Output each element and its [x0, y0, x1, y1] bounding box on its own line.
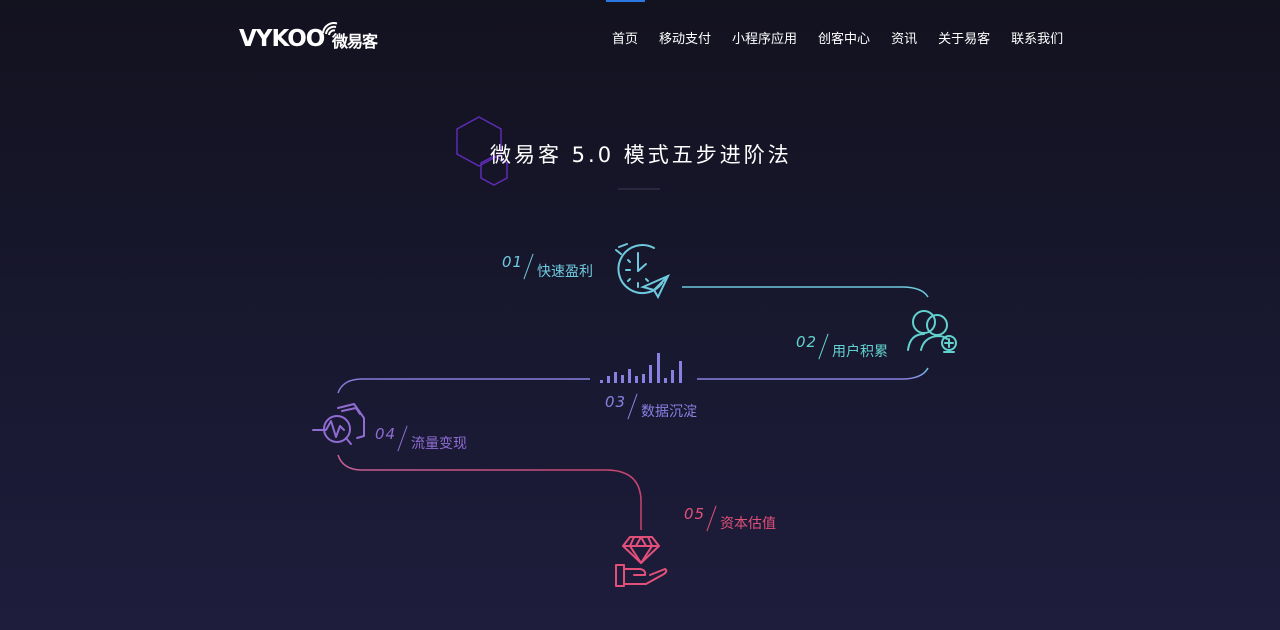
path-step2-step3 — [697, 367, 929, 380]
nav-item-mini-program[interactable]: 小程序应用 — [732, 32, 798, 47]
header: VYKOO 微易客 首页 移动支付 小程序应用 创客中心 资讯 关于易客 联系我… — [0, 0, 1280, 80]
step-1-label: 快速盈利 — [537, 264, 593, 280]
path-step1-step2 — [682, 286, 929, 298]
nav-item-mobile-payment[interactable]: 移动支付 — [659, 32, 712, 47]
money-analytics-icon — [312, 403, 365, 445]
step-5-number: 05 — [684, 505, 706, 523]
path-step4-step5 — [337, 454, 642, 530]
step-2-number: 02 — [796, 333, 818, 351]
nav-item-news[interactable]: 资讯 — [891, 32, 918, 47]
clock-paper-plane-icon — [615, 243, 671, 300]
nav-active-indicator — [606, 0, 645, 2]
step-4-label: 流量变现 — [411, 436, 467, 452]
main-nav: 首页 移动支付 小程序应用 创客中心 资讯 关于易客 联系我们 — [612, 31, 1063, 49]
users-add-icon — [907, 310, 957, 353]
step-2-label: 用户积累 — [832, 344, 888, 360]
bar-chart-icon — [600, 353, 682, 383]
step-5-label: 资本估值 — [720, 516, 776, 532]
step-3-label: 数据沉淀 — [641, 404, 697, 420]
hexagon-decoration — [456, 116, 508, 186]
step-4-number: 04 — [375, 425, 397, 443]
step-3-number: 03 — [605, 393, 627, 411]
nav-item-home[interactable]: 首页 — [612, 32, 639, 47]
page-title: 微易客 5.0 模式五步进阶法 — [490, 143, 792, 167]
nav-item-about[interactable]: 关于易客 — [938, 32, 991, 47]
nav-item-maker-center[interactable]: 创客中心 — [818, 32, 871, 47]
step-1-number: 01 — [502, 253, 524, 271]
path-step3-step4 — [337, 378, 590, 394]
logo-chinese-text: 微易客 — [332, 32, 378, 51]
logo[interactable]: VYKOO 微易客 — [239, 22, 389, 56]
nav-item-contact[interactable]: 联系我们 — [1011, 32, 1064, 47]
signal-icon — [322, 22, 338, 36]
logo-latin-text: VYKOO — [239, 26, 325, 52]
diamond-hand-icon — [615, 536, 668, 587]
